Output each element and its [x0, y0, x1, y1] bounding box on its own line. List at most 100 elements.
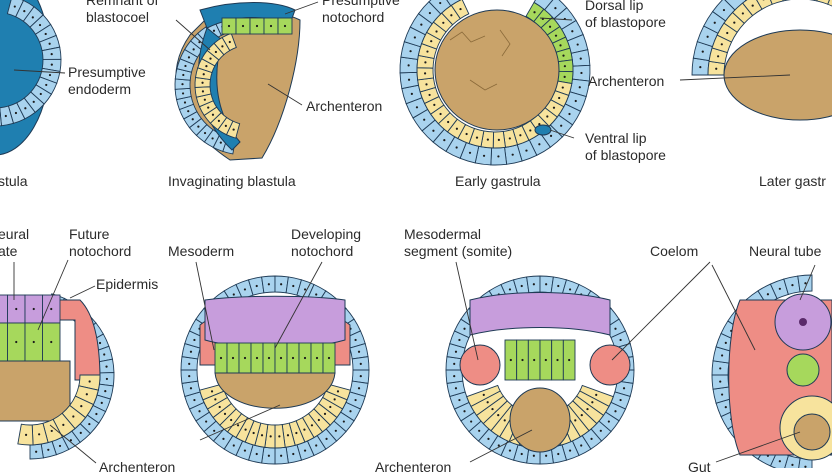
nucleus [204, 99, 206, 101]
label-epidermis: Epidermis [96, 276, 158, 293]
nucleus [558, 97, 560, 99]
nucleus [717, 55, 719, 57]
ventral-lip [535, 125, 551, 135]
nucleus [15, 341, 17, 343]
nucleus [220, 357, 222, 359]
nucleus [459, 8, 461, 10]
notochord [787, 354, 819, 386]
nucleus [545, 359, 547, 361]
early-gastrula [400, 0, 590, 165]
nucleus [550, 135, 552, 137]
nucleus [329, 406, 331, 408]
nucleus [280, 357, 282, 359]
label-neural-tube: Neural tube [749, 243, 821, 260]
nucleus [595, 394, 597, 396]
nucleus [221, 45, 223, 47]
nucleus [280, 283, 282, 285]
notochord-cell [0, 323, 8, 361]
nucleus [509, 137, 511, 139]
nucleus [188, 56, 190, 58]
nucleus [354, 399, 356, 401]
nucleus [213, 430, 215, 432]
nucleus [193, 339, 195, 341]
nucleus [577, 43, 579, 45]
nucleus [509, 288, 511, 290]
nucleus [292, 357, 294, 359]
nucleus [458, 399, 460, 401]
nucleus [424, 72, 426, 74]
nucleus [253, 432, 255, 434]
nucleus [324, 413, 326, 415]
nucleus [244, 429, 246, 431]
nucleus [559, 44, 561, 46]
nucleus [193, 399, 195, 401]
nucleus [557, 285, 559, 287]
nucleus [244, 357, 246, 359]
nucleus [311, 424, 313, 426]
nucleus [224, 413, 226, 415]
nucleus [268, 455, 270, 457]
nucleus [591, 401, 593, 403]
nucleus [458, 339, 460, 341]
nucleus [463, 410, 465, 412]
nucleus [89, 380, 91, 382]
nucleus [574, 419, 576, 421]
nucleus [721, 354, 723, 356]
nucleus [721, 393, 723, 395]
nucleus [268, 357, 270, 359]
label-neural-plate: eural ate [0, 226, 29, 260]
nucleus [554, 7, 556, 9]
nucleus [491, 408, 493, 410]
archenteron [510, 388, 570, 452]
nucleus [49, 43, 51, 45]
nucleus [560, 125, 562, 127]
nucleus [409, 50, 411, 52]
nucleus [303, 429, 305, 431]
nucleus [487, 438, 489, 440]
nucleus [72, 415, 74, 417]
nucleus [211, 137, 213, 139]
nucleus [25, 434, 27, 436]
nucleus [430, 40, 432, 42]
nucleus [222, 438, 224, 440]
nucleus [99, 342, 101, 344]
later-gastrula [680, 0, 832, 120]
nucleus [614, 410, 616, 412]
nucleus [779, 288, 781, 290]
nucleus [580, 72, 582, 74]
archenteron [435, 10, 559, 130]
nucleus [215, 51, 217, 53]
nucleus [59, 445, 61, 447]
nucleus [39, 24, 41, 26]
nucleus [270, 25, 272, 27]
nucleus [600, 430, 602, 432]
nucleus [188, 363, 190, 365]
nucleus [608, 420, 610, 422]
nucleus [280, 455, 282, 457]
nucleus [504, 419, 506, 421]
leader-line [70, 286, 95, 298]
nucleus [256, 453, 258, 455]
nucleus [549, 26, 551, 28]
nucleus [575, 100, 577, 102]
nucleus [201, 82, 203, 84]
nucleus [244, 288, 246, 290]
nucleus [525, 149, 527, 151]
nucleus [304, 449, 306, 451]
nucleus [32, 16, 34, 18]
nucleus [725, 342, 727, 344]
nucleus [256, 25, 258, 27]
nucleus [105, 366, 107, 368]
nucleus [521, 453, 523, 455]
nucleus [699, 66, 701, 68]
nucleus [187, 110, 189, 112]
nucleus [33, 341, 35, 343]
nucleus [349, 410, 351, 412]
nucleus [791, 464, 793, 466]
nucleus [103, 353, 105, 355]
nucleus [726, 32, 728, 34]
nucleus [411, 93, 413, 95]
nucleus [533, 359, 535, 361]
nucleus [101, 402, 103, 404]
nucleus [315, 444, 317, 446]
